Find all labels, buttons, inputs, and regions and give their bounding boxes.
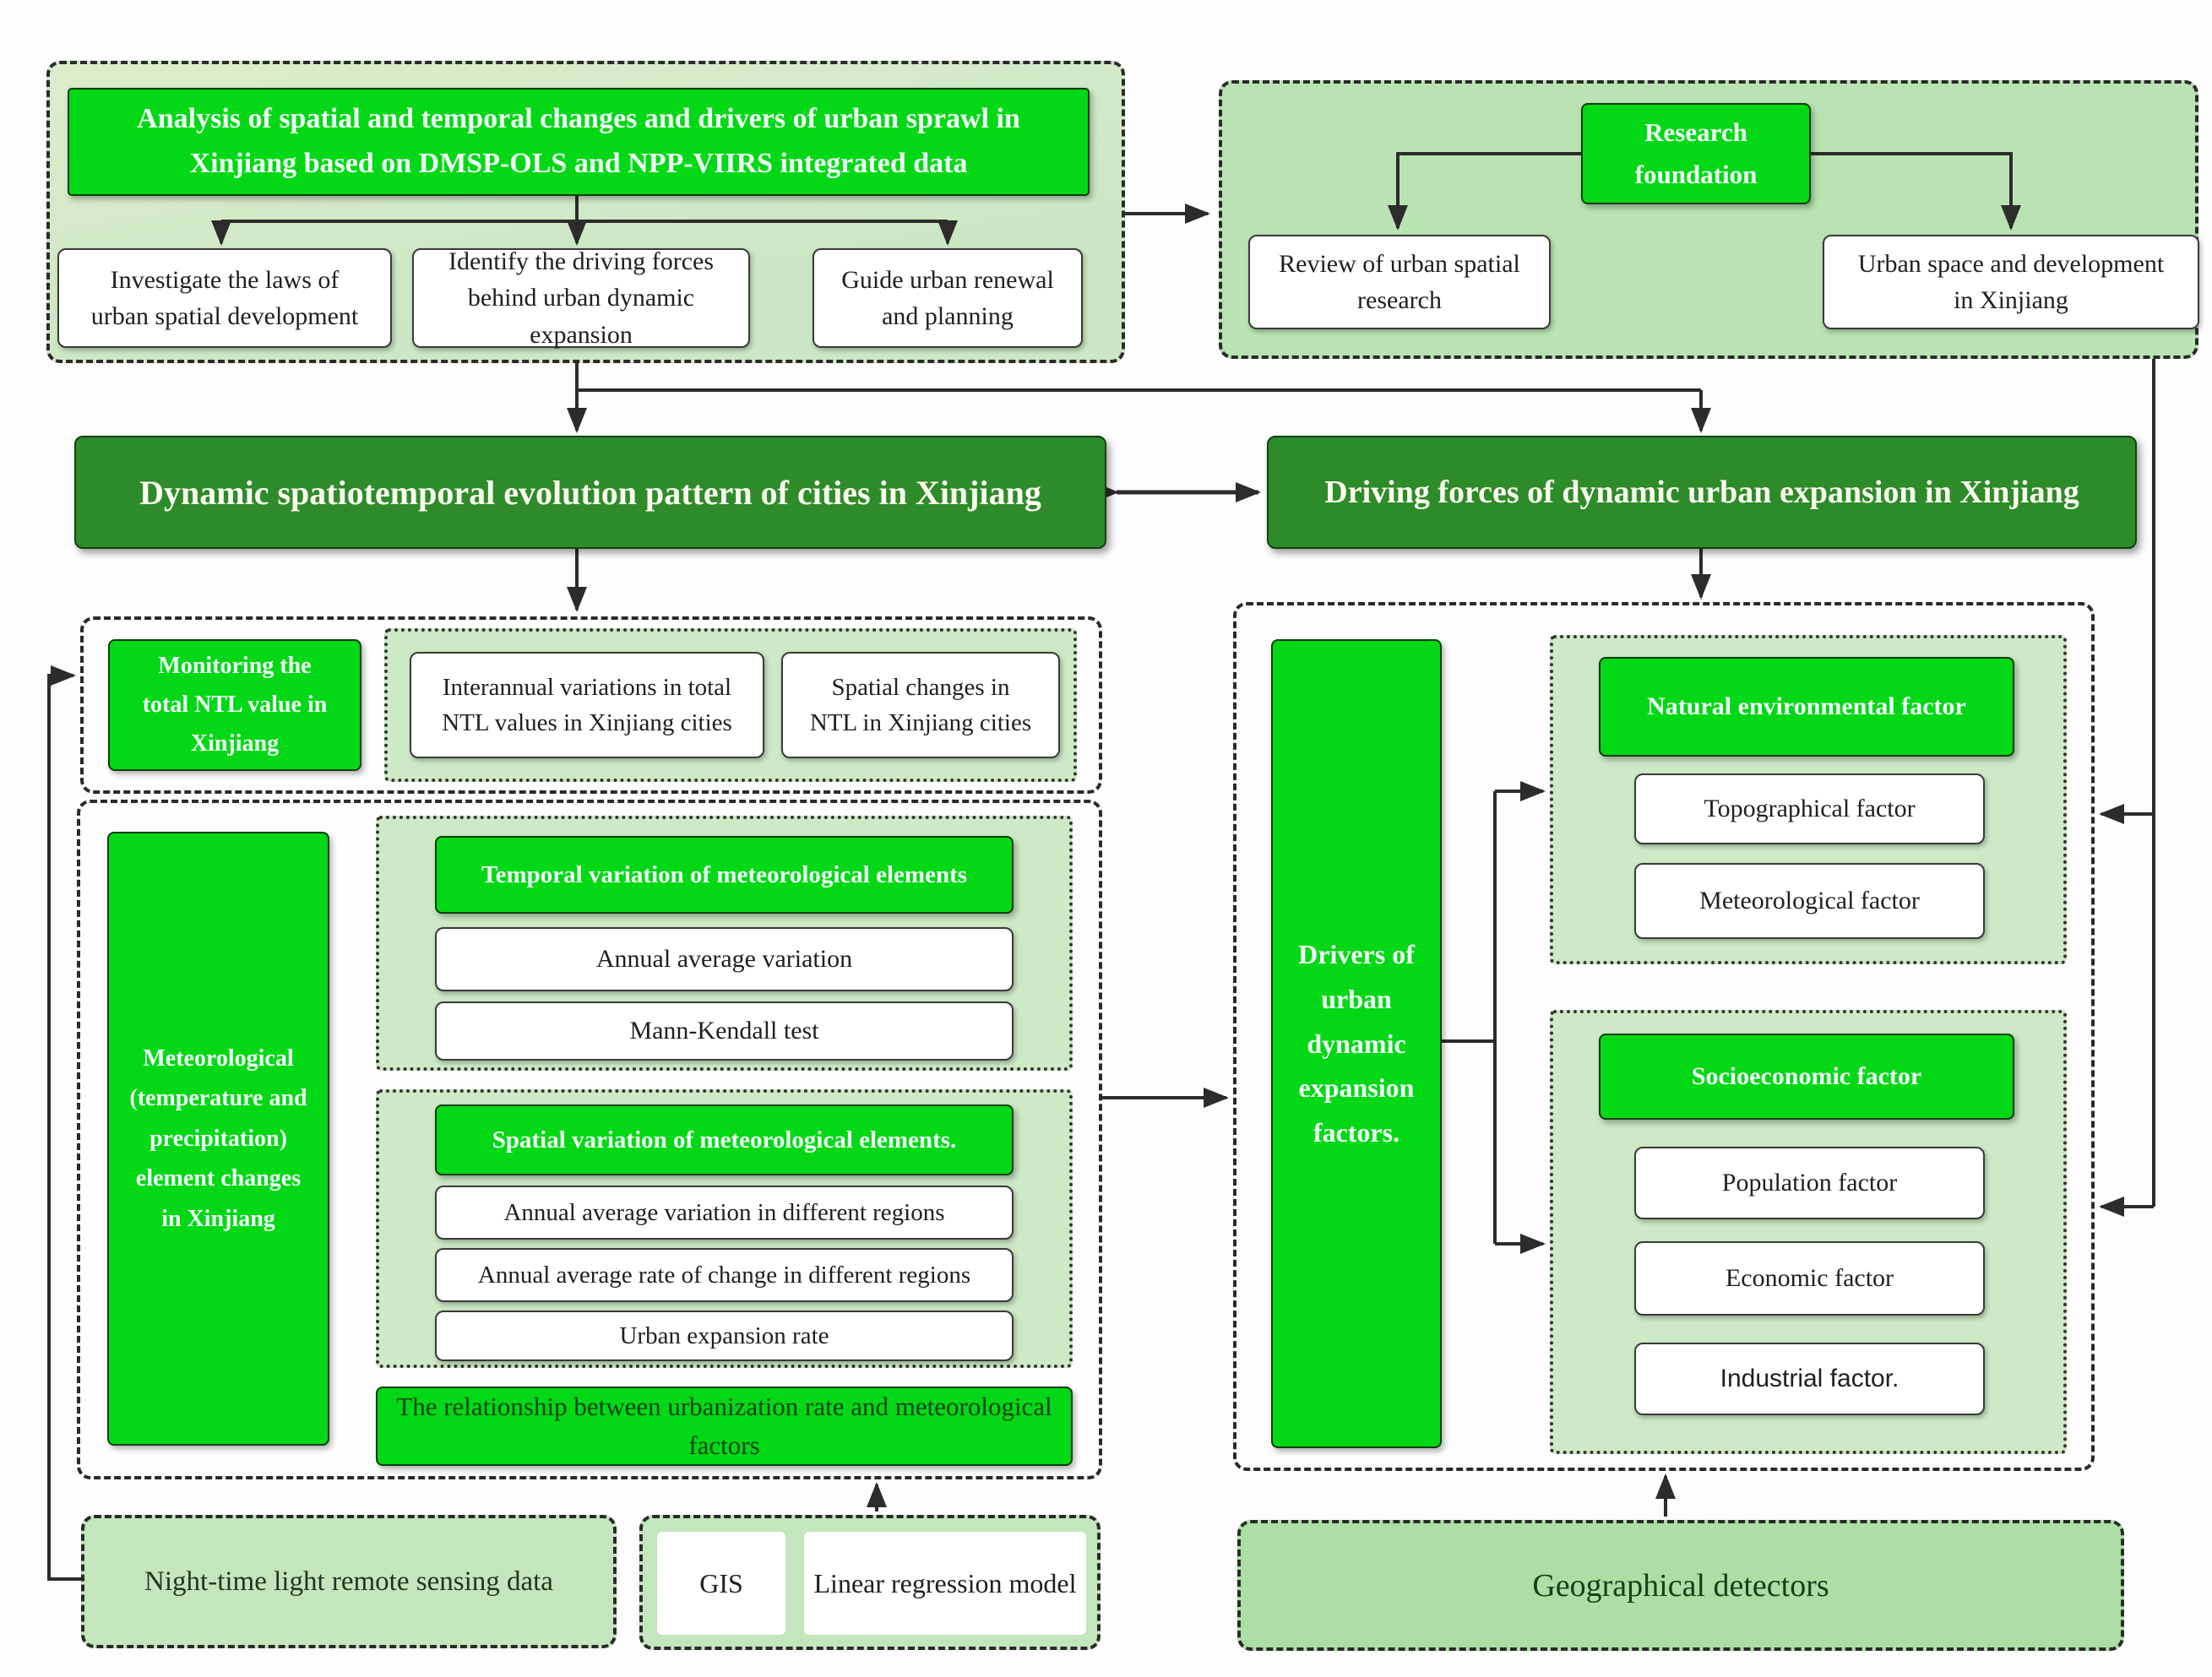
temporal-header: Temporal variation of meteorological ele… xyxy=(481,860,968,888)
relationship-label: The relationship between urbanization ra… xyxy=(396,1391,1052,1461)
gis-label: GIS xyxy=(699,1567,743,1598)
temporal-header-box: Temporal variation of meteorological ele… xyxy=(435,836,1014,914)
research-item-label: Urban space and development in Xinjiang xyxy=(1857,249,2165,315)
factor-label: Meteorological factor xyxy=(1699,887,1920,915)
drivers-side-label: Drivers of urban dynamic expansion facto… xyxy=(1298,939,1415,1148)
ntl-header: Monitoring the total NTL value in Xinjia… xyxy=(142,652,328,757)
research-item-urban-space: Urban space and development in Xinjiang xyxy=(1823,235,2199,329)
natural-header: Natural environmental factor xyxy=(1647,692,1966,720)
bar-label: Dynamic spatiotemporal evolution pattern… xyxy=(139,473,1041,512)
bar-label: Driving forces of dynamic urban expansio… xyxy=(1324,475,2079,510)
factor-industrial: Industrial factor. xyxy=(1634,1343,1985,1415)
gis-box: GIS xyxy=(657,1532,785,1635)
goal-label: Investigate the laws of urban spatial de… xyxy=(90,265,359,331)
factor-meteorological: Meteorological factor xyxy=(1634,863,1985,939)
linear-regression-label: Linear regression model xyxy=(813,1567,1077,1598)
spatial-item-annual-variation: Annual average variation in different re… xyxy=(435,1186,1014,1240)
research-header-box: Research foundation xyxy=(1581,103,1811,204)
spatial-item-label: Urban expansion rate xyxy=(619,1322,829,1349)
spatial-header: Spatial variation of meteorological elem… xyxy=(492,1126,957,1153)
temporal-item-label: Annual average variation xyxy=(595,945,853,974)
goal-label: Identify the driving forces behind urban… xyxy=(448,247,715,349)
goal-label: Guide urban renewal and planning xyxy=(841,265,1054,331)
meteo-side-box: Meteorological (temperature and precipit… xyxy=(107,832,329,1446)
goal-box-driving-forces: Identify the driving forces behind urban… xyxy=(412,247,750,349)
arrow-research-to-items xyxy=(1388,152,2021,231)
spatial-item-label: Annual average rate of change in differe… xyxy=(477,1261,971,1289)
temporal-item-mann-kendall: Mann-Kendall test xyxy=(435,1001,1014,1061)
relationship-box: The relationship between urbanization ra… xyxy=(376,1387,1073,1466)
research-item-label: Review of urban spatial research xyxy=(1279,249,1520,315)
goal-box-laws: Investigate the laws of urban spatial de… xyxy=(57,248,392,348)
factor-label: Population factor xyxy=(1721,1169,1898,1197)
meteo-side-label: Meteorological (temperature and precipit… xyxy=(129,1045,307,1232)
spatial-item-rate-of-change: Annual average rate of change in differe… xyxy=(435,1248,1014,1302)
arrow-right-feedback xyxy=(2099,359,2155,1217)
arrow-title-to-goals xyxy=(211,196,958,246)
night-light-label: Night-time light remote sensing data xyxy=(144,1566,553,1597)
main-title-box: Analysis of spatial and temporal changes… xyxy=(68,88,1090,196)
temporal-item-label: Mann-Kendall test xyxy=(629,1017,819,1045)
factor-label: Economic factor xyxy=(1725,1264,1894,1293)
natural-header-box: Natural environmental factor xyxy=(1599,657,2014,757)
factor-population: Population factor xyxy=(1634,1147,1985,1219)
arrow-night-to-ntl xyxy=(47,665,81,1581)
factor-topographical: Topographical factor xyxy=(1634,773,1985,844)
socio-header-box: Socioeconomic factor xyxy=(1599,1034,2014,1120)
night-light-box: Night-time light remote sensing data xyxy=(81,1515,617,1648)
socio-header: Socioeconomic factor xyxy=(1691,1062,1922,1090)
factor-label: Topographical factor xyxy=(1704,795,1916,823)
geographical-detectors-label: Geographical detectors xyxy=(1532,1567,1829,1604)
temporal-item-annual-average: Annual average variation xyxy=(435,927,1014,991)
arrow-to-bars xyxy=(567,363,1711,433)
drivers-side-box: Drivers of urban dynamic expansion facto… xyxy=(1271,639,1442,1448)
ntl-item-label: Spatial changes in NTL in Xinjiang citie… xyxy=(809,673,1032,736)
factor-label: Industrial factor. xyxy=(1720,1365,1899,1393)
bar-driving-forces: Driving forces of dynamic urban expansio… xyxy=(1267,436,2137,549)
research-item-review: Review of urban spatial research xyxy=(1248,235,1551,329)
ntl-item-interannual: Interannual variations in total NTL valu… xyxy=(410,652,764,758)
research-header: Research foundation xyxy=(1634,117,1758,189)
linear-regression-box: Linear regression model xyxy=(804,1532,1086,1635)
ntl-item-spatial-changes: Spatial changes in NTL in Xinjiang citie… xyxy=(781,652,1060,758)
spatial-header-box: Spatial variation of meteorological elem… xyxy=(435,1104,1014,1175)
ntl-header-box: Monitoring the total NTL value in Xinjia… xyxy=(108,639,361,771)
bar-spatiotemporal-evolution: Dynamic spatiotemporal evolution pattern… xyxy=(74,436,1106,549)
spatial-item-expansion-rate: Urban expansion rate xyxy=(435,1311,1014,1361)
ntl-item-label: Interannual variations in total NTL valu… xyxy=(442,673,732,736)
spatial-item-label: Annual average variation in different re… xyxy=(503,1198,945,1226)
main-title: Analysis of spatial and temporal changes… xyxy=(137,103,1020,179)
goal-box-urban-renewal: Guide urban renewal and planning xyxy=(813,248,1083,348)
factor-economic: Economic factor xyxy=(1634,1241,1985,1316)
geographical-detectors-box: Geographical detectors xyxy=(1237,1520,2124,1651)
arrow-drivers-branch xyxy=(1442,781,1546,1254)
